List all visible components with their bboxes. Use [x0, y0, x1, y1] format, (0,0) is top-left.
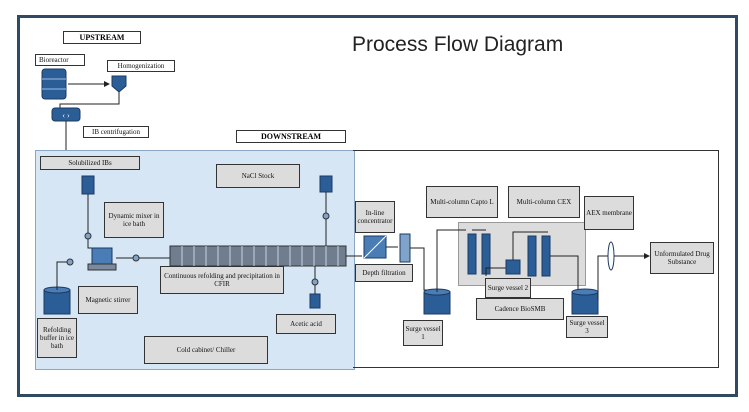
nacl-vessel [319, 175, 333, 193]
acetic-acid-box: Acetic acid [276, 314, 336, 334]
inline-concentrator-box: In-line concentrator [355, 201, 395, 233]
concentrator-icon [363, 235, 387, 259]
surge-vessel-1-box: Surge vessel 1 [403, 320, 443, 346]
solubilized-vessel [81, 175, 95, 195]
upstream-heading: UPSTREAM [63, 31, 141, 44]
refolding-tank-icon [43, 286, 71, 315]
solubilized-box: Solubilized IBs [40, 156, 140, 170]
homogenizer-icon [111, 75, 127, 93]
cfir-box: Continuous refolding and precipitation i… [160, 266, 284, 294]
bioreactor-box: Bioreactor [35, 54, 85, 66]
dynamic-mixer-icon [87, 247, 117, 271]
surge-vessel-2-icon [505, 259, 521, 275]
homogenization-box: Homogenization [107, 60, 175, 72]
downstream-outline [353, 150, 719, 368]
homogenizer-to-centrifuge [59, 92, 120, 108]
aex-membrane-icon [607, 241, 615, 271]
downstream-heading: DOWNSTREAM [236, 130, 346, 143]
refolding-buffer-box: Refolding buffer in ice bath [37, 318, 77, 358]
capto-l-box: Multi-column Capto L [426, 186, 498, 218]
page-title: Process Flow Diagram [352, 33, 564, 56]
acetic-acid-vessel [309, 293, 321, 309]
cold-cabinet-box: Cold cabinet/ Chiller [144, 336, 268, 364]
surge-vessel-3-icon [571, 288, 599, 315]
depth-filtration-box: Depth filtration [355, 264, 413, 282]
surge-vessel-3-box: Surge vessel 3 [566, 316, 608, 338]
magnetic-stirrer-box: Magnetic stirrer [78, 286, 138, 314]
nacl-box: NaCl Stock [216, 164, 300, 188]
svg-text:‹ ›: ‹ › [62, 111, 70, 120]
centrifugation-box: IB centrifugation [83, 126, 149, 138]
cadence-box: Cadence BioSMB [476, 298, 564, 320]
aex-box: AEX membrane [584, 196, 634, 230]
dynamic-mixer-box: Dynamic mixer in ice bath [104, 202, 164, 238]
cex-box: Multi-column CEX [508, 186, 580, 218]
surge-vessel-2-box: Surge vessel 2 [485, 278, 531, 298]
bioreactor-icon [41, 68, 67, 100]
depth-filter-icon [399, 233, 411, 263]
cfir-reactor-icon [169, 245, 347, 267]
surge-vessel-1-icon [423, 288, 451, 315]
unformulated-box: Unformulated Drug Substance [650, 242, 714, 274]
centrifuge-icon: ‹ › [51, 107, 81, 122]
cex-columns [527, 235, 551, 277]
